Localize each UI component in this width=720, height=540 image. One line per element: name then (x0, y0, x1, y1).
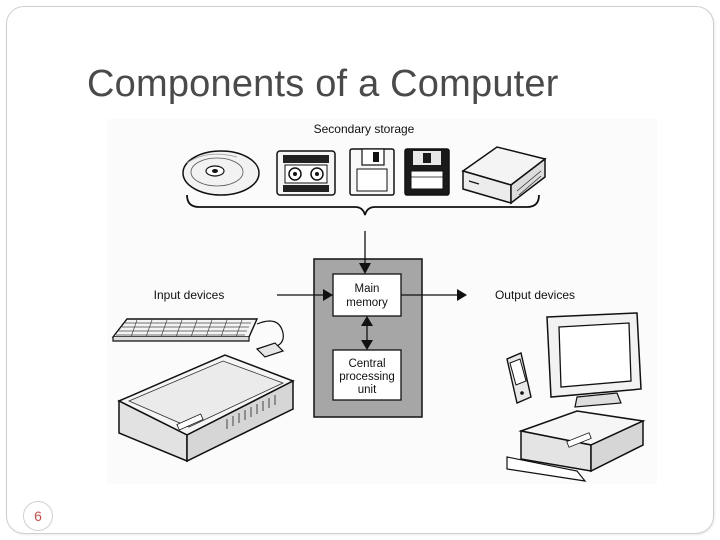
tape-cassette-icon (276, 150, 336, 196)
main-memory-box (332, 273, 402, 317)
floppy-disk-icon (349, 148, 395, 196)
main-memory-label-line-2: memory (346, 297, 388, 309)
storage-to-memory-arrow (359, 231, 371, 274)
slide-title: Components of a Computer (87, 63, 559, 105)
main-memory-label-line-1: Main (355, 283, 380, 295)
input-devices-label: Input devices (154, 288, 225, 302)
keyboard-icon (111, 318, 284, 348)
cpu-box (332, 349, 402, 401)
dark-floppy-disk-icon (404, 148, 450, 196)
memory-to-output-arrow (401, 289, 467, 301)
diagram-svg: Secondary storage (111, 122, 646, 482)
pda-icon (506, 352, 532, 404)
cpu-label-line-3: unit (358, 384, 377, 396)
cpu-label-line-1: Central (348, 358, 385, 370)
computer-components-diagram: Secondary storage (107, 119, 657, 484)
storage-brace (186, 194, 540, 216)
external-drive-icon (461, 146, 547, 205)
memory-cpu-bidirectional-arrow (361, 316, 373, 350)
monitor-icon (546, 312, 642, 408)
cpu-label-line-2: processing (339, 371, 395, 383)
scanner-icon (117, 354, 295, 463)
slide-frame: Components of a Computer Secondary stora… (6, 6, 714, 534)
cd-disc-icon (182, 150, 260, 196)
output-devices-label: Output devices (495, 288, 575, 302)
page-number-badge: 6 (23, 501, 53, 531)
printer-icon (506, 410, 646, 482)
mouse-icon (255, 342, 285, 358)
input-to-memory-arrow (277, 289, 333, 301)
secondary-storage-label: Secondary storage (314, 122, 415, 136)
